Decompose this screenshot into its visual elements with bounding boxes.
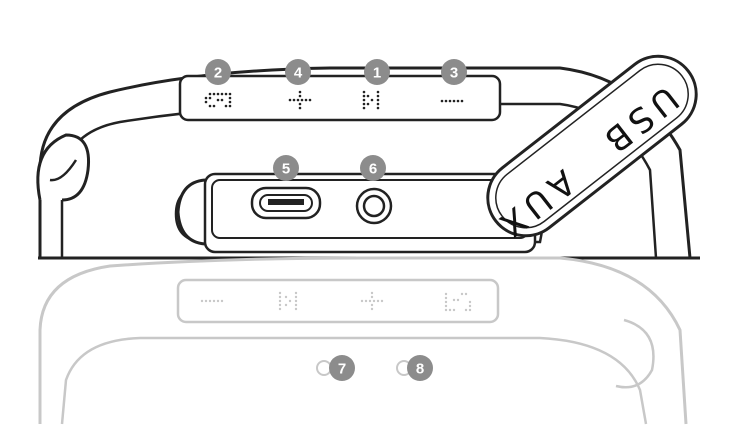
- speaker-top-view: USB AUX 2 4 1 3 5 6: [36, 41, 711, 258]
- indicator-light-left: [316, 360, 332, 376]
- plus-icon[interactable]: [288, 90, 312, 110]
- faded-power-icon: [278, 291, 298, 311]
- faded-plus-icon: [360, 291, 384, 311]
- callout-badge-5: 5: [273, 155, 299, 181]
- faded-body-inner-outline: [60, 336, 648, 425]
- strap-loop-inner: [49, 159, 78, 182]
- minus-icon[interactable]: [440, 99, 464, 103]
- svg-text:3: 3: [450, 65, 458, 82]
- callout-badge-8: 8: [407, 355, 433, 381]
- faded-button-panel: [176, 278, 500, 324]
- port-cover[interactable]: [472, 41, 711, 251]
- faded-minus-icon: [200, 299, 224, 303]
- svg-text:6: 6: [369, 161, 377, 178]
- callout-badge-3: 3: [441, 59, 467, 85]
- faded-body-outline: [38, 256, 688, 425]
- svg-text:1: 1: [373, 65, 381, 82]
- callout-badge-7: 7: [329, 355, 355, 381]
- micro-usb-port[interactable]: [250, 186, 322, 220]
- faded-strap: [615, 318, 655, 389]
- svg-text:8: 8: [416, 361, 424, 378]
- strap-loop: [36, 133, 91, 202]
- faded-play-pause-icon: [444, 292, 472, 312]
- svg-text:2: 2: [214, 65, 222, 82]
- aux-port[interactable]: [355, 187, 393, 225]
- callout-badge-4: 4: [285, 59, 311, 85]
- svg-text:4: 4: [294, 65, 303, 82]
- callout-badge-1: 1: [364, 59, 390, 85]
- callout-badge-6: 6: [360, 155, 386, 181]
- button-panel: [178, 74, 502, 122]
- port-housing-knob: [176, 178, 206, 246]
- power-icon[interactable]: [362, 90, 380, 110]
- play-pause-icon[interactable]: [204, 92, 232, 108]
- svg-text:5: 5: [282, 161, 290, 178]
- speaker-bottom-view: 7 8: [38, 256, 688, 425]
- svg-text:7: 7: [338, 361, 346, 378]
- callout-badge-2: 2: [205, 59, 231, 85]
